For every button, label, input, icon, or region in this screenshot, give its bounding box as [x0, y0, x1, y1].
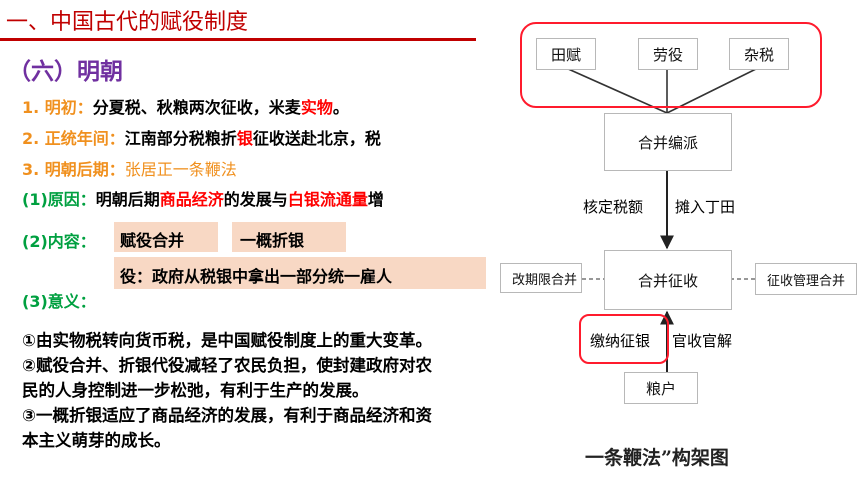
- paragraph-line-4: ③一概折银适应了商品经济的发展，有利于商品经济和资: [22, 406, 432, 425]
- tag-yi-description: 役：政府从税银中拿出一部分统一雇人: [114, 257, 486, 289]
- reason-label: (1)原因：: [22, 190, 96, 209]
- item-early-ming: 1. 明初：分夏税、秋粮两次征收，米麦实物。: [22, 94, 349, 118]
- connector-tianfu: [565, 67, 668, 114]
- item-text: 分夏税、秋粮两次征收，米麦: [92, 98, 301, 117]
- bottom-left-frame: [579, 314, 669, 364]
- tag-yigai-zheyin: 一概折银: [232, 222, 346, 252]
- content-label: (2)内容：: [22, 232, 96, 251]
- reason-red-1: 商品经济: [159, 190, 224, 209]
- paragraph-line-1: ①由实物税转向货币税，是中国赋役制度上的重大变革。: [22, 331, 432, 350]
- item-label: 2. 正统年间：: [22, 129, 125, 148]
- box-tianfu: 田赋: [536, 38, 596, 70]
- paragraph-line-3: 民的人身控制进一步松弛，有利于生产的发展。: [22, 381, 369, 400]
- tag-text: 一概折银: [240, 231, 305, 250]
- box-qixian-hebing: 改期限合并: [500, 263, 582, 293]
- box-lianghu: 粮户: [624, 372, 698, 404]
- connector-zashui: [666, 67, 759, 114]
- diagram-caption: 一条鞭法”构架图: [585, 447, 729, 469]
- box-jiaona-zhengyin: 缴纳征银: [590, 332, 651, 350]
- reason-text-c: 增: [367, 190, 384, 209]
- item-late-ming: 3. 明朝后期：张居正一条鞭法: [22, 156, 237, 180]
- item-highlight: 银: [236, 129, 253, 148]
- tag-fuyi-hebing: 赋役合并: [114, 222, 218, 252]
- box-hebing-bianpai: 合并编派: [604, 113, 732, 171]
- reason-text-a: 明朝后期: [95, 190, 160, 209]
- item-text: 江南部分税粮折: [124, 129, 237, 148]
- box-laoyi: 劳役: [638, 38, 698, 70]
- paragraph-line-2: ②赋役合并、折银代役减轻了农民负担，使封建政府对农: [22, 356, 432, 375]
- title-underline: [0, 38, 476, 41]
- tag-text: 役：政府从税银中拿出一部分统一雇人: [120, 267, 393, 286]
- label-tanrudingtian: 摊入丁田: [675, 198, 736, 216]
- page-title: 一、中国古代的赋役制度: [6, 10, 249, 35]
- item-label: 3. 明朝后期：: [22, 160, 125, 179]
- item-text-end: 。: [332, 98, 349, 117]
- significance-label: (3)意义：: [22, 292, 96, 311]
- reason-line: (1)原因：明朝后期商品经济的发展与白银流通量增: [22, 186, 488, 210]
- tag-text: 赋役合并: [120, 231, 185, 250]
- item-text-end: 征收送赴北京，税: [252, 129, 381, 148]
- section-subtitle: （六）明朝: [8, 59, 123, 85]
- reason-red-2: 白银流通量: [287, 190, 368, 209]
- box-hebing-zhengshou: 合并征收: [604, 250, 732, 310]
- box-zhengshou-guanli: 征收管理合并: [755, 263, 857, 295]
- item-label: 1. 明初：: [22, 98, 93, 117]
- label-hedingshuie: 核定税额: [583, 198, 644, 216]
- box-zashui: 杂税: [729, 38, 789, 70]
- item-zhengtong: 2. 正统年间：江南部分税粮折银征收送赴北京，税: [22, 125, 488, 149]
- item-highlight: 实物: [300, 98, 333, 117]
- item-text: 张居正一条鞭法: [124, 160, 237, 179]
- top-frame: [520, 22, 822, 108]
- paragraph-line-5: 本主义萌芽的成长。: [22, 431, 171, 450]
- reason-text-b: 的发展与: [223, 190, 288, 209]
- label-guanshou-guanjie: 官收官解: [672, 332, 733, 350]
